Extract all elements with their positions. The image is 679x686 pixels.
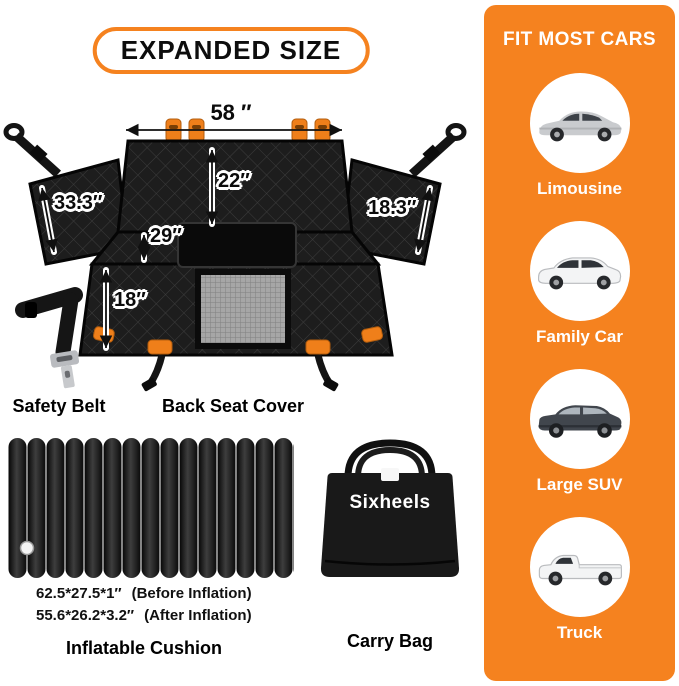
- cushion-spec-after-note: (After Inflation): [144, 607, 252, 624]
- expanded-size-label: EXPANDED SIZE: [120, 35, 342, 65]
- car-type-label: Limousine: [536, 179, 622, 198]
- family-car-photo-circle: [529, 221, 630, 321]
- dimension-label-left-flap: 33.3″: [54, 192, 103, 214]
- cushion-spec-after: 55.6*26.2*3.2″ (After Inflation): [36, 607, 252, 624]
- safety-belt-label: Safety Belt: [12, 396, 106, 416]
- dimension-label-back-height: 22″: [218, 170, 250, 192]
- inflatable-cushion-illustration: [8, 437, 294, 579]
- carry-bag-illustration: [306, 437, 474, 581]
- car-type-label: Large SUV: [536, 475, 623, 494]
- dimension-label-mid-height: 29″: [150, 225, 182, 247]
- car-type-label: Family Car: [536, 327, 623, 346]
- fit-most-cars-title: FIT MOST CARS: [503, 29, 656, 50]
- car-type-item-limousine: Limousine: [529, 73, 630, 199]
- inflatable-cushion-label: Inflatable Cushion: [65, 638, 222, 658]
- dimension-label-right-flap: 18.3″: [368, 197, 417, 219]
- car-type-label: Truck: [556, 623, 603, 642]
- safety-belt-illustration: [13, 278, 103, 396]
- car-type-item-truck: Truck: [529, 517, 630, 643]
- cushion-spec-before: 62.5*27.5*1″ (Before Inflation): [36, 585, 252, 602]
- carry-bag-label: Carry Bag: [346, 631, 434, 651]
- truck-photo-circle: [529, 517, 630, 617]
- carry-bag-drawing: [320, 439, 460, 577]
- dimension-label-bench-depth: 18″: [114, 289, 146, 311]
- back-seat-cover-label: Back Seat Cover: [161, 396, 305, 416]
- cushion-spec-after-size: 55.6*26.2*3.2″: [36, 607, 135, 624]
- bag-tag: [381, 468, 399, 481]
- fit-most-cars-panel: FIT MOST CARS Limousine: [484, 5, 675, 681]
- limousine-photo-circle: [529, 73, 630, 173]
- dimension-label-top-width: 58 ″: [210, 100, 252, 125]
- cushion-drawing: [8, 437, 294, 579]
- pickup-truck-icon: [538, 554, 622, 586]
- suv-photo-circle: [529, 369, 630, 469]
- back-seat-cover-illustration: [0, 92, 478, 398]
- carry-bag-brand: Sixheels: [349, 492, 431, 513]
- cushion-spec-before-size: 62.5*27.5*1″: [36, 585, 122, 602]
- mesh-window: [195, 269, 291, 349]
- cushion-spec-before-note: (Before Inflation): [131, 585, 252, 602]
- car-type-item-large-suv: Large SUV: [529, 369, 630, 495]
- safety-belt-drawing: [15, 287, 83, 389]
- car-type-item-family-car: Family Car: [529, 221, 630, 347]
- air-valve-icon: [19, 540, 35, 556]
- hatchback-car-icon: [537, 257, 621, 290]
- suv-car-icon: [538, 405, 621, 438]
- sedan-car-icon: [538, 111, 621, 142]
- expanded-size-badge: EXPANDED SIZE: [92, 27, 370, 74]
- seat-cover-drawing: [3, 118, 467, 392]
